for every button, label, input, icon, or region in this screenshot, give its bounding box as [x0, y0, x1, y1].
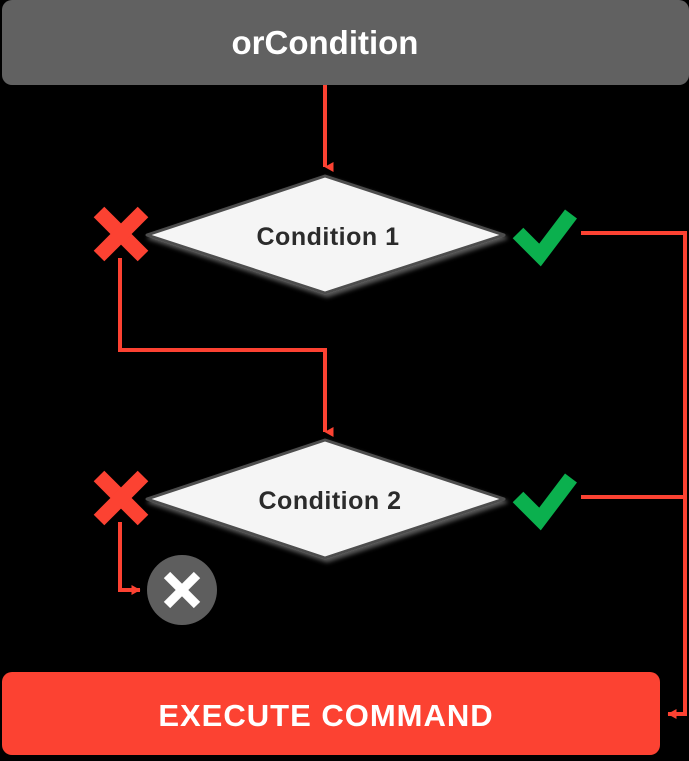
condition-2-false-marker: [93, 470, 149, 526]
edge-condition1-true-to-execute: [581, 231, 687, 719]
close-icon: [163, 571, 201, 609]
header-node-box: [2, 0, 689, 85]
execute-command-button-label: EXECUTE COMMAND: [158, 698, 493, 733]
condition-2-shape: [145, 438, 506, 560]
terminate-node[interactable]: [147, 555, 217, 625]
condition-1-label: Condition 1: [257, 223, 400, 251]
execute-command-button[interactable]: EXECUTE COMMAND: [2, 672, 660, 755]
x-icon: [93, 470, 149, 526]
header-node: orCondition: [2, 0, 689, 85]
edge-condition2-false-to-terminate: [118, 522, 141, 595]
header-node-label: orCondition: [232, 24, 419, 61]
condition-1-shape: [145, 174, 506, 295]
x-icon: [93, 206, 149, 262]
edge-condition1-false-to-condition2: [118, 258, 334, 437]
condition-2-true-marker: [512, 473, 577, 531]
check-icon: [512, 473, 577, 531]
condition-2-node[interactable]: Condition 2: [145, 438, 506, 560]
condition-1-false-marker: [93, 206, 149, 262]
condition-1-true-marker: [512, 209, 577, 267]
condition-2-label: Condition 2: [259, 487, 402, 515]
check-icon: [512, 209, 577, 267]
execute-command-button-box: [2, 672, 660, 755]
condition-1-node[interactable]: Condition 1: [145, 174, 506, 295]
